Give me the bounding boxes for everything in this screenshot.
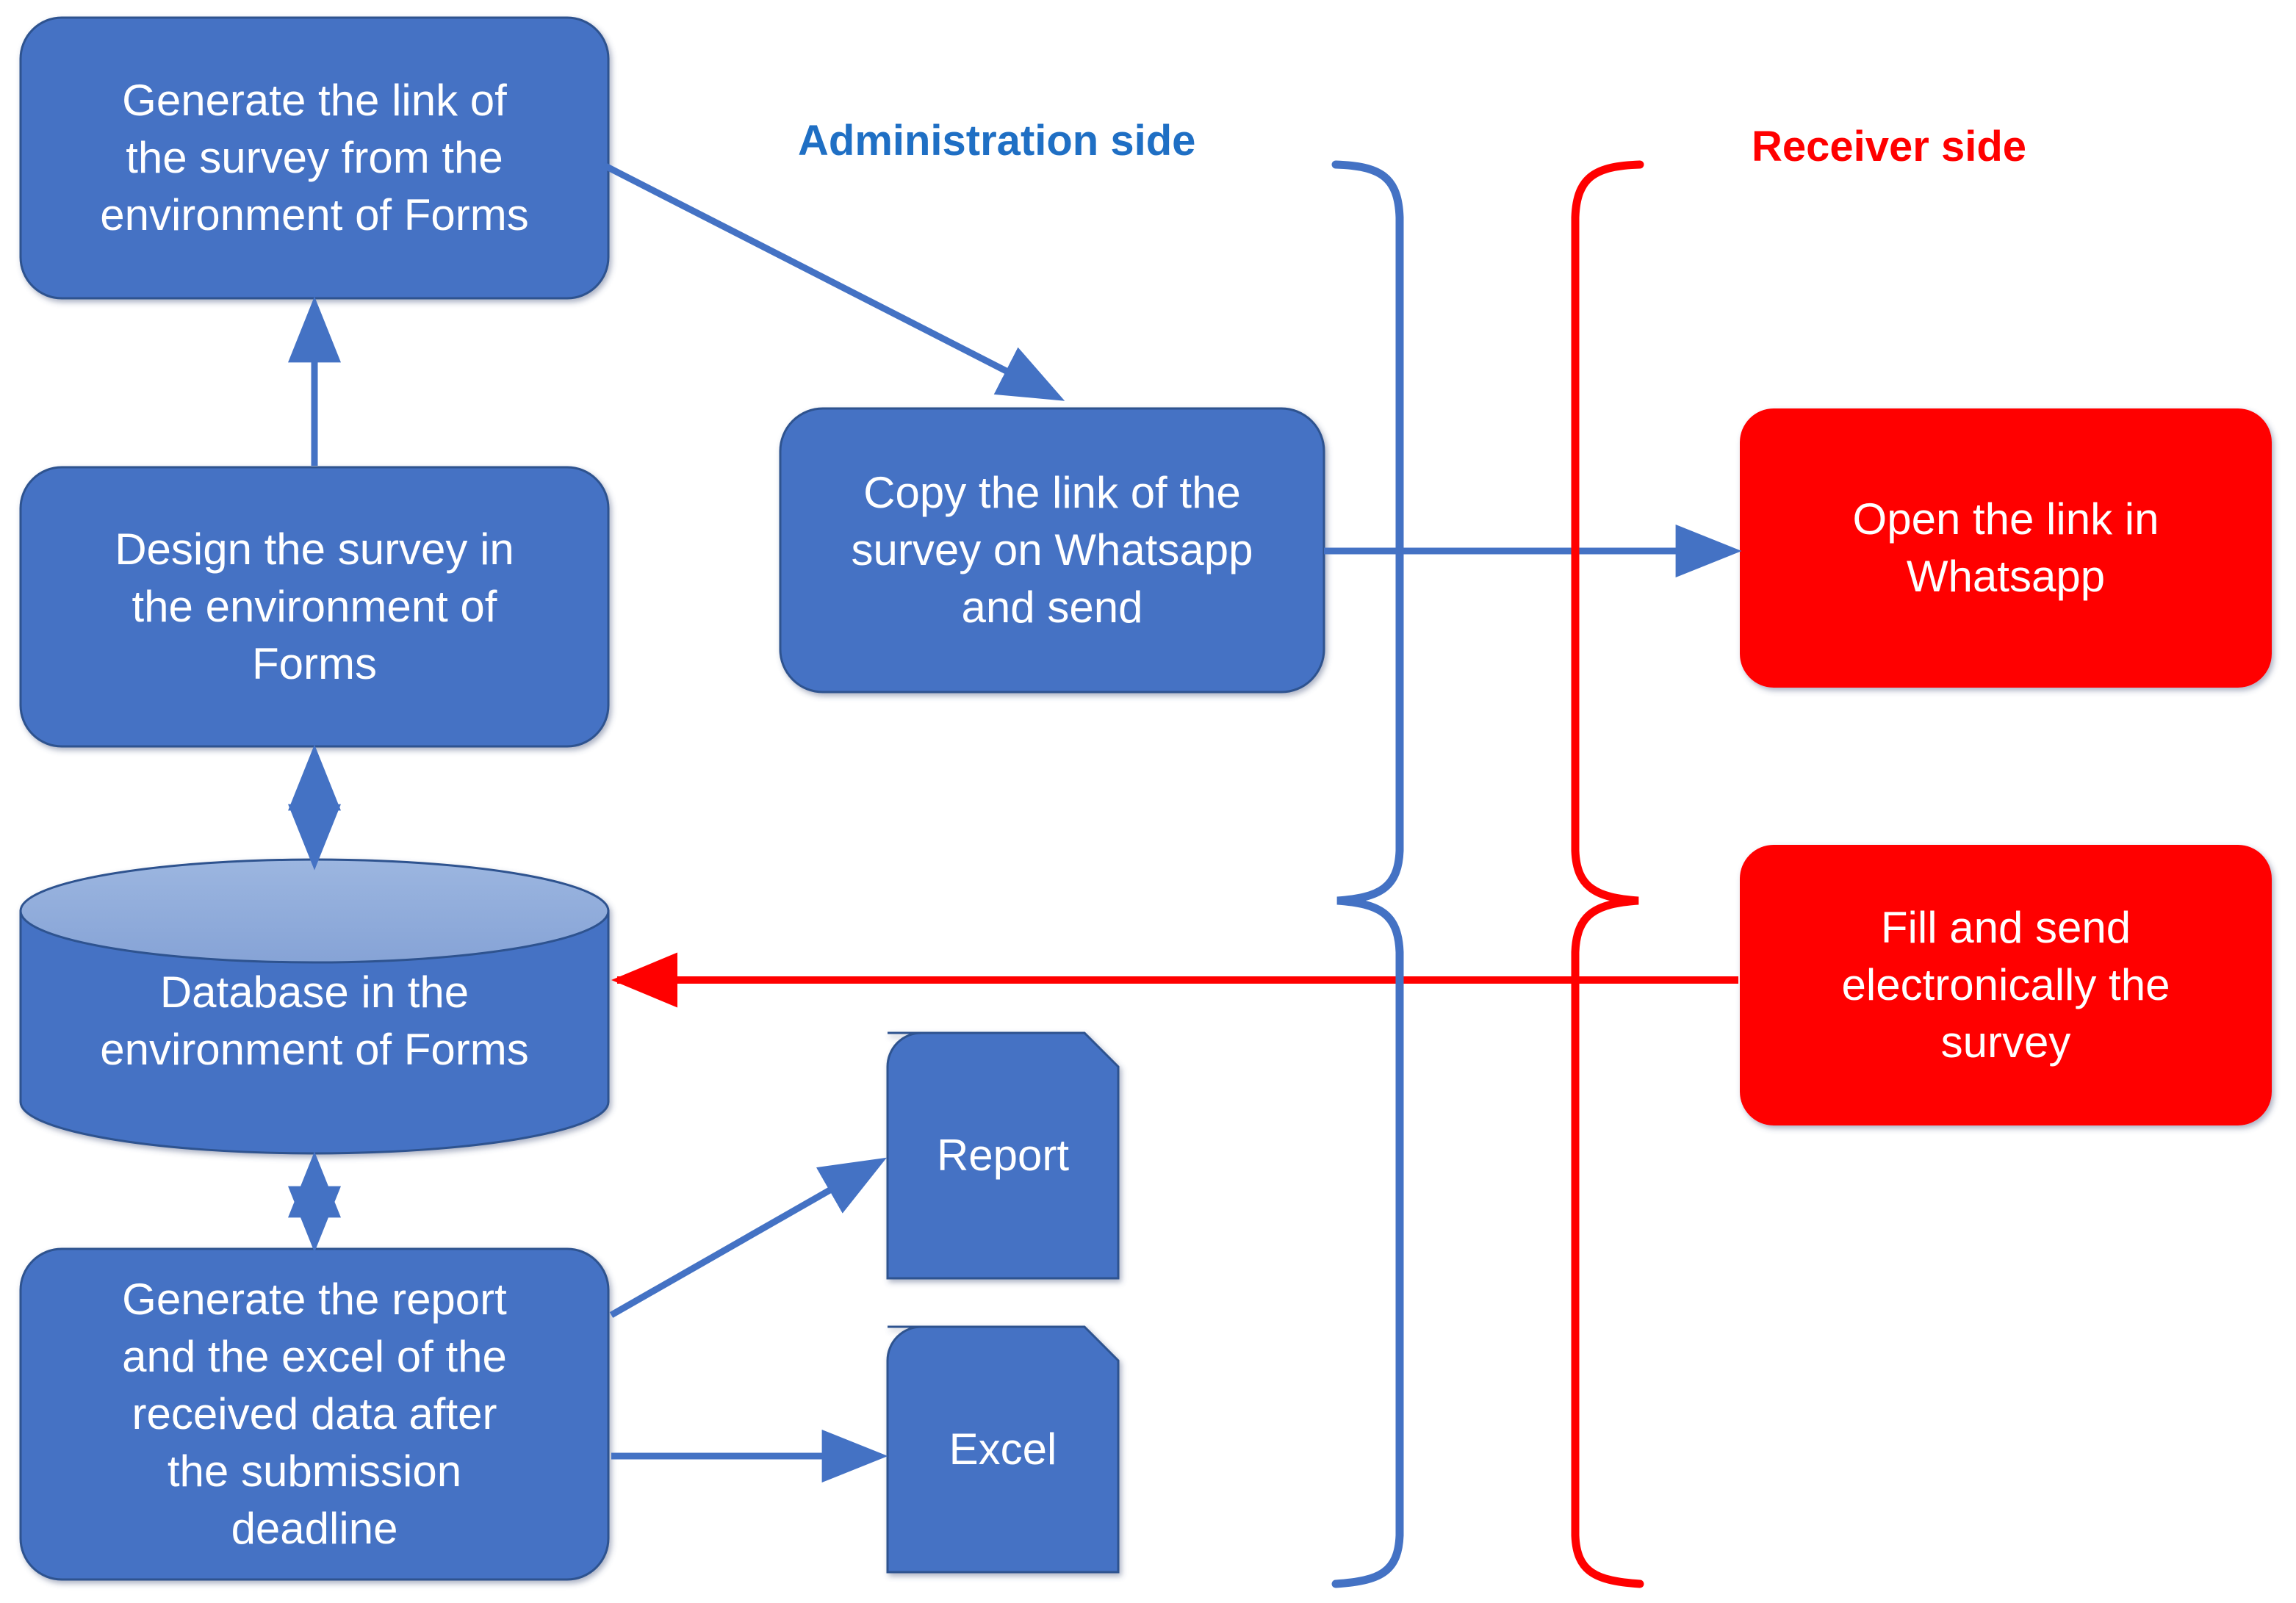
node-report-doc[interactable] <box>886 1031 1120 1280</box>
node-open-link[interactable] <box>1740 408 2272 688</box>
node-design-survey[interactable] <box>19 466 610 748</box>
connector-generate-report-to-report <box>609 1157 887 1318</box>
node-copy-link[interactable] <box>779 407 1325 694</box>
node-excel-doc[interactable] <box>886 1325 1120 1574</box>
connector-generate-link-to-copy-link <box>600 161 1065 401</box>
swimlane-label-administration: Administration side <box>798 117 1196 165</box>
node-database[interactable] <box>19 858 610 1155</box>
brace-receiver <box>1571 160 1644 1588</box>
node-generate-link[interactable] <box>19 16 610 300</box>
swimlane-label-receiver: Receiver side <box>1752 123 2027 170</box>
node-fill-send[interactable] <box>1740 845 2272 1125</box>
node-generate-report[interactable] <box>19 1247 610 1581</box>
brace-administration <box>1331 160 1404 1588</box>
